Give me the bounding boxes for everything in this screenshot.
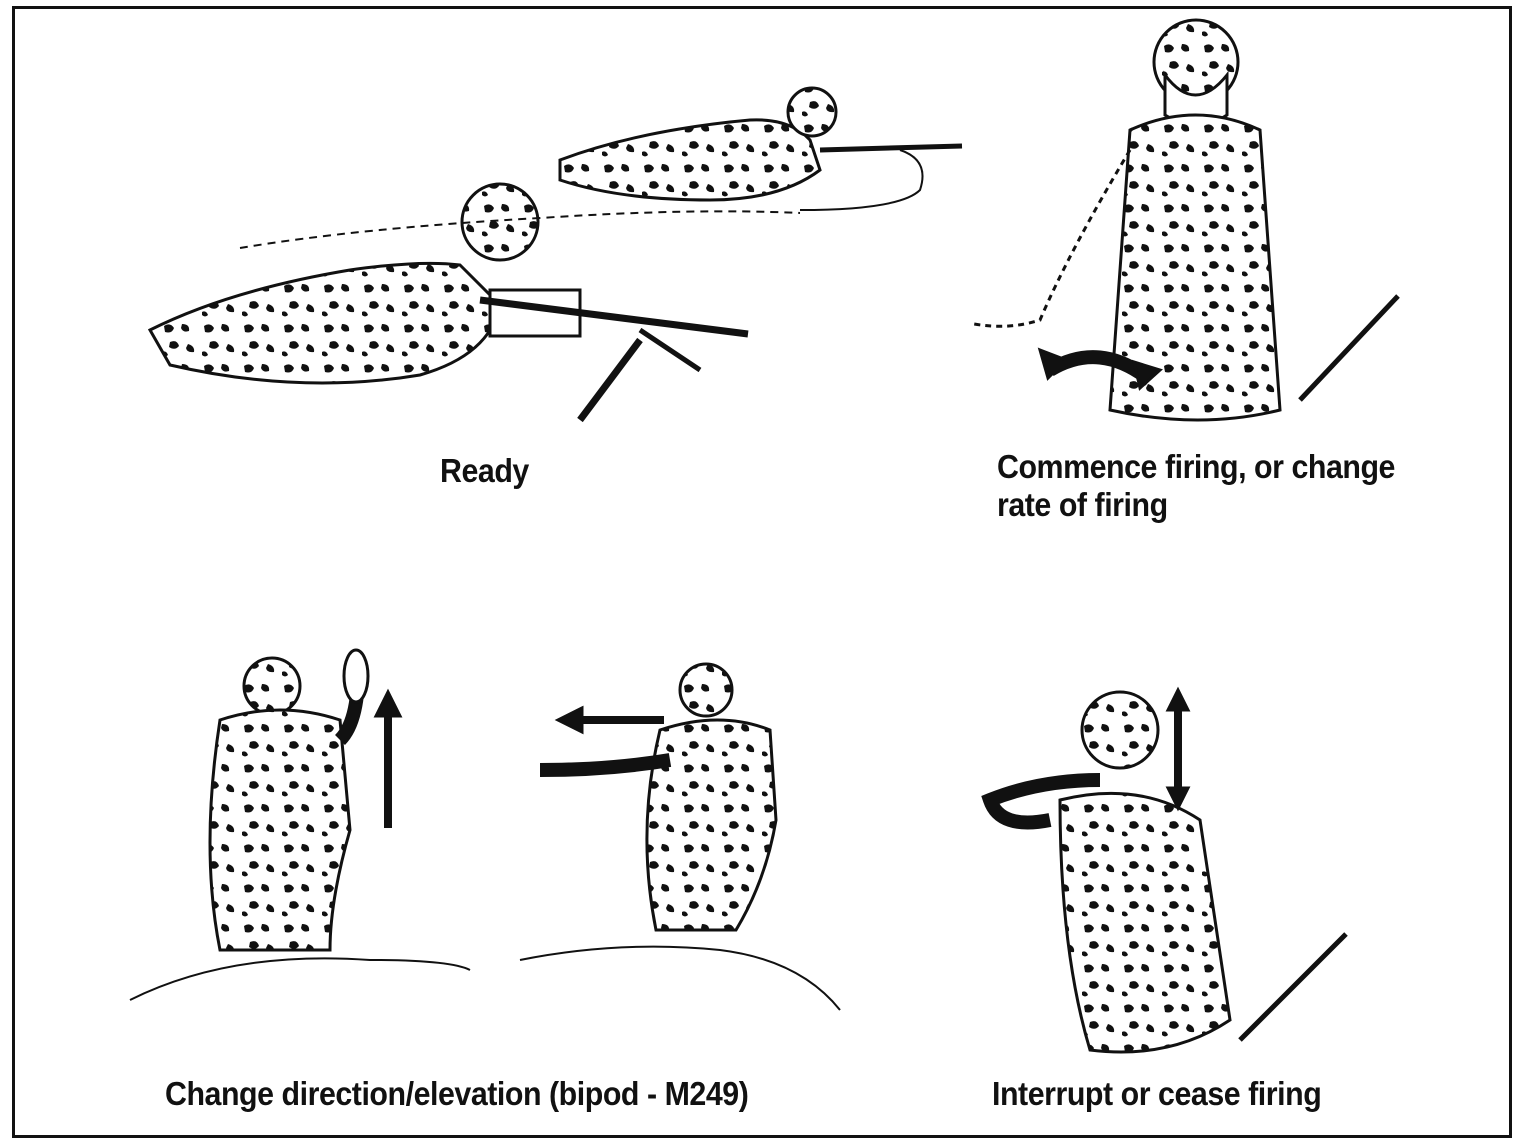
- caption-commence-firing: Commence firing, or change rate of firin…: [997, 448, 1439, 524]
- commence-firing-illustration: [974, 20, 1398, 420]
- caption-change-direction: Change direction/elevation (bipod - M249…: [165, 1075, 748, 1113]
- caption-interrupt-firing: Interrupt or cease firing: [992, 1075, 1321, 1113]
- interrupt-firing-illustration: [990, 690, 1346, 1052]
- caption-ready: Ready: [440, 452, 529, 490]
- ready-illustration: [150, 88, 962, 420]
- change-direction-illustration: [130, 650, 840, 1010]
